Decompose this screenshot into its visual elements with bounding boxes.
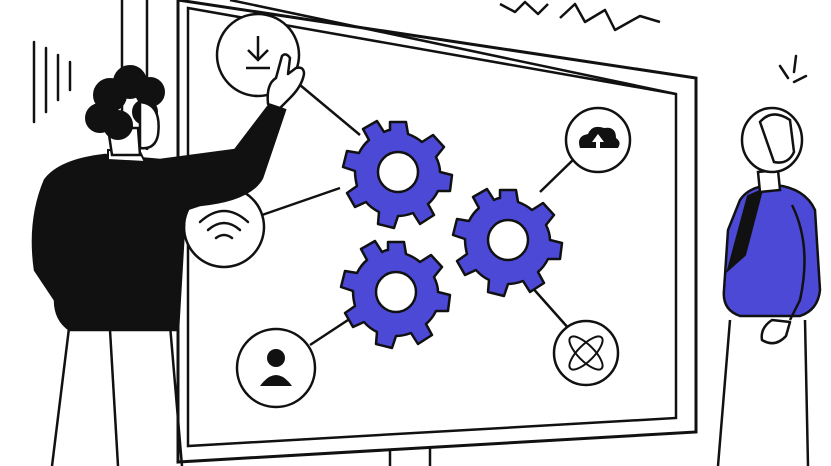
man-pointing xyxy=(31,53,306,466)
cloud-upload-icon[interactable] xyxy=(564,106,632,174)
atom-icon[interactable] xyxy=(552,319,620,387)
motion-lines xyxy=(32,40,72,124)
woman-observer xyxy=(716,54,822,466)
connector-lines xyxy=(261,84,576,347)
user-icon[interactable] xyxy=(235,327,317,409)
zigzag-lines xyxy=(499,0,661,32)
floor-lines xyxy=(388,448,432,466)
